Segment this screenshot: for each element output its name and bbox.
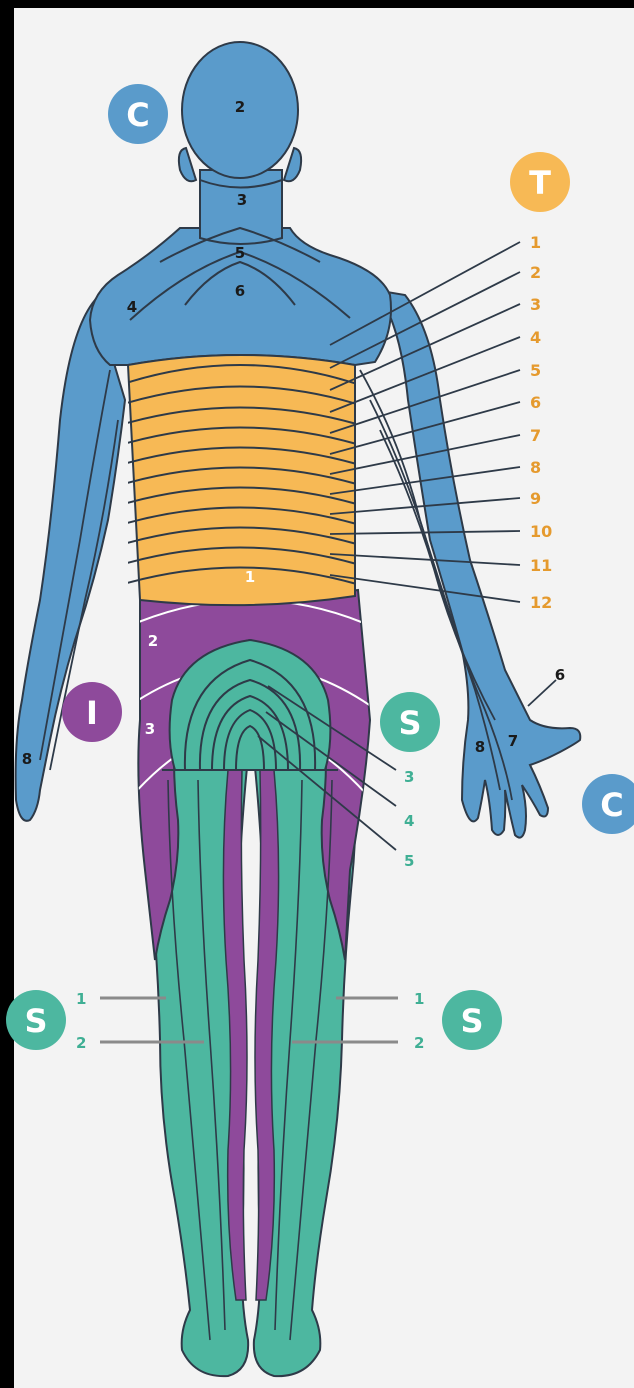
label-c5: 5 <box>235 244 245 262</box>
thoracic-label-10: 10 <box>530 522 552 541</box>
svg-text:T: T <box>529 164 551 202</box>
svg-text:S: S <box>460 1002 483 1040</box>
label-c2: 2 <box>235 98 245 116</box>
svg-text:C: C <box>600 786 623 824</box>
thoracic-label-6: 6 <box>530 393 541 412</box>
svg-text:S: S <box>398 704 421 742</box>
label-hand-8-left: 8 <box>22 750 32 768</box>
label-s3: 3 <box>404 768 414 786</box>
thoracic-label-12: 12 <box>530 593 552 612</box>
label-s4: 4 <box>404 812 414 830</box>
badge-s-right-upper: S <box>380 692 440 752</box>
label-hand-7: 7 <box>508 732 518 750</box>
svg-text:S: S <box>24 1002 47 1040</box>
thoracic-label-11: 11 <box>530 556 552 575</box>
label-hand-8-right: 8 <box>475 738 485 756</box>
label-c6: 6 <box>235 282 245 300</box>
label-s5: 5 <box>404 852 414 870</box>
label-c3: 3 <box>237 191 247 209</box>
label-right-s1: 1 <box>414 990 424 1008</box>
thoracic-region <box>120 355 360 605</box>
label-c4: 4 <box>127 298 137 316</box>
thoracic-label-1: 1 <box>530 233 541 252</box>
badge-s-left-lower: S <box>6 990 66 1050</box>
label-left-s1: 1 <box>76 990 86 1008</box>
label-right-s2: 2 <box>414 1034 424 1052</box>
thoracic-label-9: 9 <box>530 489 541 508</box>
badge-s-right-lower: S <box>442 990 502 1050</box>
thoracic-label-3: 3 <box>530 295 541 314</box>
svg-text:I: I <box>86 694 98 732</box>
thoracic-label-5: 5 <box>530 361 541 380</box>
label-l3: 3 <box>145 720 155 738</box>
badge-c-top: C <box>108 84 168 144</box>
thoracic-label-2: 2 <box>530 263 541 282</box>
thoracic-label-8: 8 <box>530 458 541 477</box>
label-l2: 2 <box>148 632 158 650</box>
badge-t: T <box>510 152 570 212</box>
svg-text:C: C <box>126 96 149 134</box>
label-hand-6: 6 <box>555 666 565 684</box>
thoracic-label-4: 4 <box>530 328 541 347</box>
thoracic-label-7: 7 <box>530 426 541 445</box>
label-left-s2: 2 <box>76 1034 86 1052</box>
label-l1: 1 <box>245 568 255 586</box>
badge-i: I <box>62 682 122 742</box>
